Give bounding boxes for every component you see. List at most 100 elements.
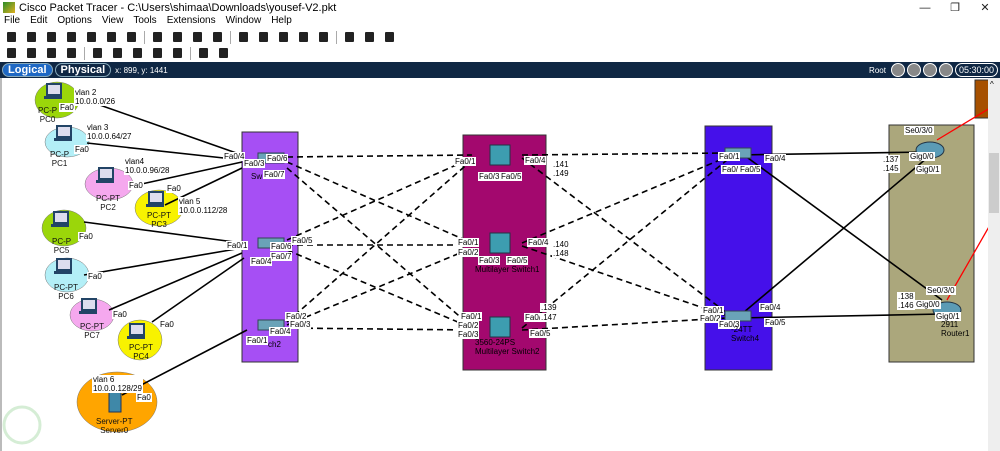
print-icon[interactable] xyxy=(64,31,79,44)
custom-icon[interactable] xyxy=(316,31,331,44)
vlan-note: vlan 6 10.0.0.128/29 xyxy=(92,375,143,393)
menu-tools[interactable]: Tools xyxy=(133,15,157,26)
port-label: Fa0/2 xyxy=(699,314,722,323)
line-icon[interactable] xyxy=(110,47,125,60)
zoom-reset-icon[interactable] xyxy=(256,31,271,44)
port-label: Gig0/0 xyxy=(915,300,941,309)
ethernet-link xyxy=(76,96,243,156)
new-icon[interactable] xyxy=(4,31,19,44)
note-icon[interactable] xyxy=(90,47,105,60)
port-label: Fa0/4 xyxy=(250,257,273,266)
separator xyxy=(230,30,231,44)
image-icon[interactable] xyxy=(382,31,397,44)
window-icon[interactable] xyxy=(296,31,311,44)
ellipse-icon[interactable] xyxy=(150,47,165,60)
copy-icon[interactable] xyxy=(150,31,165,44)
window-title: Cisco Packet Tracer - C:\Users\shimaa\Do… xyxy=(19,1,337,14)
device-name: PC0 xyxy=(39,115,56,124)
select-icon[interactable] xyxy=(4,47,19,60)
port-label: Fa0/1 xyxy=(454,157,477,166)
port-label: Fa0/3 xyxy=(243,159,266,168)
device-type: PC-PT xyxy=(80,322,104,331)
resize-icon[interactable] xyxy=(64,47,79,60)
pc-keyboard-icon xyxy=(44,96,62,99)
pc-keyboard-icon xyxy=(54,138,72,141)
multilayer-switch-icon xyxy=(489,232,511,254)
device-name: PC3 xyxy=(151,220,167,229)
freeform-icon[interactable] xyxy=(170,47,185,60)
menu-view[interactable]: View xyxy=(101,15,124,26)
complex-pdu-icon[interactable] xyxy=(216,47,231,60)
physical-tab[interactable]: Physical xyxy=(54,63,112,77)
inspect-icon[interactable] xyxy=(24,47,39,60)
crossover-link xyxy=(286,247,473,326)
rectangle-icon[interactable] xyxy=(130,47,145,60)
menu-file[interactable]: File xyxy=(4,15,21,26)
port-label: Fa0/5 xyxy=(291,236,314,245)
serial-link xyxy=(936,108,988,141)
move-icon[interactable] xyxy=(922,63,937,77)
device-name-label: ch2 xyxy=(268,340,281,349)
port-label: Fa0/6 xyxy=(266,154,289,163)
save-icon[interactable] xyxy=(44,31,59,44)
menu-edit[interactable]: Edit xyxy=(30,15,48,26)
pc-keyboard-icon xyxy=(54,271,72,274)
pc-keyboard-icon xyxy=(51,224,69,227)
undo-icon[interactable] xyxy=(190,31,205,44)
menu-options[interactable]: Options xyxy=(57,15,92,26)
menu-extensions[interactable]: Extensions xyxy=(166,15,216,26)
port-label: Fa0/3 xyxy=(457,330,480,339)
clock-display[interactable]: 05:30:00 xyxy=(954,63,998,77)
minimize-button[interactable]: — xyxy=(919,1,931,14)
background-image-icon[interactable] xyxy=(938,63,953,77)
lab-icon[interactable] xyxy=(124,31,139,44)
scroll-thumb[interactable] xyxy=(989,153,999,213)
cluster-icon[interactable] xyxy=(906,63,921,77)
device-type: PC-PT xyxy=(96,194,120,203)
vlan-note: vlan 3 10.0.0.64/27 xyxy=(86,123,133,141)
crossover-link xyxy=(521,157,728,314)
pc-icon xyxy=(53,211,69,224)
port-label: Fa0/3 xyxy=(289,320,312,329)
delete-icon[interactable] xyxy=(44,47,59,60)
palette-icon[interactable] xyxy=(362,31,377,44)
info-icon[interactable] xyxy=(84,31,99,44)
menu-help[interactable]: Help xyxy=(271,15,292,26)
logical-tab[interactable]: Logical xyxy=(2,63,53,77)
zoom-in-icon[interactable] xyxy=(236,31,251,44)
redo-icon[interactable] xyxy=(210,31,225,44)
device-type: PC-PT xyxy=(147,211,171,220)
add-pdu-icon-glyph xyxy=(199,48,208,58)
physical-tab-label: Physical xyxy=(60,64,106,76)
menu-window[interactable]: Window xyxy=(225,15,262,26)
window-icon-glyph xyxy=(299,32,308,42)
ellipse-icon-glyph xyxy=(153,48,162,58)
port-label: Fa0/2 xyxy=(457,248,480,257)
custom-icon-glyph xyxy=(319,32,328,42)
pc-keyboard-icon xyxy=(127,336,145,339)
pc-icon xyxy=(98,167,114,180)
wizard-icon[interactable] xyxy=(104,31,119,44)
add-pdu-icon[interactable] xyxy=(196,47,211,60)
notes-icon[interactable] xyxy=(342,31,357,44)
paste-icon[interactable] xyxy=(170,31,185,44)
close-button[interactable]: ✕ xyxy=(980,2,990,14)
device-name: PC2 xyxy=(100,203,116,212)
port-label: Fa0/3 xyxy=(478,172,501,181)
device-name: PC5 xyxy=(53,246,70,255)
zoom-out-icon-glyph xyxy=(279,32,288,42)
scroll-up-icon[interactable]: ^ xyxy=(990,80,994,89)
zoom-out-icon[interactable] xyxy=(276,31,291,44)
ethernet-link xyxy=(108,252,243,311)
port-label: Fa0 xyxy=(128,181,144,190)
vertical-scrollbar[interactable]: ^ xyxy=(988,78,1000,451)
back-icon[interactable] xyxy=(890,63,905,77)
maximize-button[interactable]: ❐ xyxy=(950,2,960,14)
ethernet-link xyxy=(164,167,243,206)
port-label: Gig0/1 xyxy=(915,165,941,174)
open-icon[interactable] xyxy=(24,31,39,44)
lab-icon-glyph xyxy=(127,32,136,42)
